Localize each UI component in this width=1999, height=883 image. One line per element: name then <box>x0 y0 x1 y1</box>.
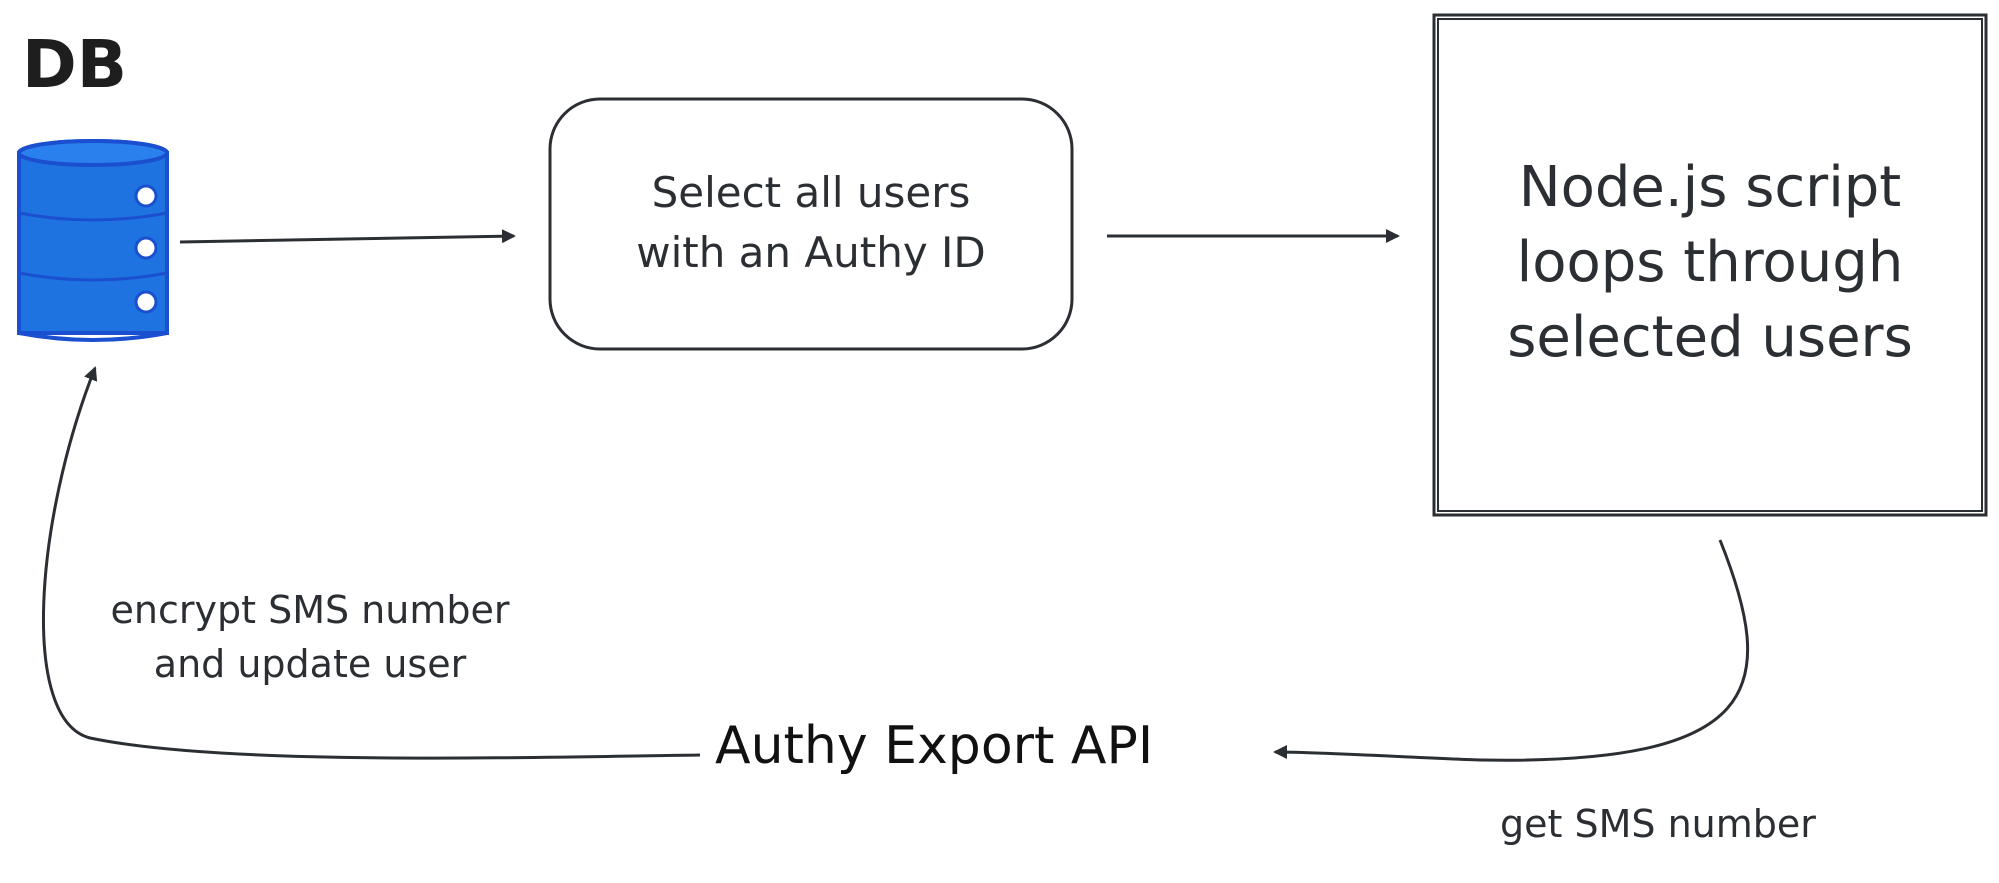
authy-api-label[interactable]: Authy Export API <box>715 716 1154 776</box>
select-users-box[interactable] <box>548 97 1074 351</box>
arrow-db-to-select <box>179 229 516 244</box>
database-icon[interactable] <box>17 139 169 342</box>
select-users-line-2: with an Authy ID <box>636 228 986 277</box>
db-label: DB <box>22 26 128 103</box>
select-users-line-1: Select all users <box>651 168 971 217</box>
node-script-line-3: selected users <box>1507 305 1913 370</box>
arrow-api-to-db <box>42 366 701 760</box>
node-script-text: Node.js script loops through selected us… <box>1436 150 1984 375</box>
node-script-line-1: Node.js script <box>1518 155 1902 220</box>
encrypt-line-2: and update user <box>153 642 467 686</box>
arrow-script-to-api <box>1273 539 1749 762</box>
node-script-line-2: loops through <box>1516 230 1904 295</box>
encrypt-line-1: encrypt SMS number <box>110 588 510 632</box>
select-users-text: Select all users with an Authy ID <box>550 163 1072 283</box>
encrypt-edge-label: encrypt SMS number and update user <box>60 583 560 691</box>
node-script-box[interactable] <box>1432 13 1988 517</box>
get-sms-edge-label: get SMS number <box>1500 802 1816 846</box>
